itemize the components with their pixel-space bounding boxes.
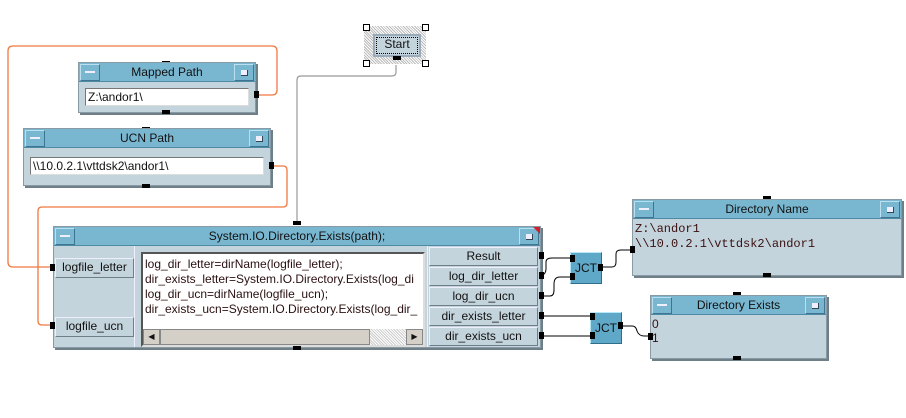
mapped-path-title: Mapped Path: [131, 65, 203, 79]
selection-handle[interactable]: [422, 24, 429, 31]
terminal-label: Result: [466, 249, 501, 263]
directory-name-display: Z:\andor1 \\10.0.2.1\vttdsk2\andor1: [635, 222, 815, 252]
start-button[interactable]: Start: [373, 34, 421, 57]
ucn-path-box[interactable]: UCN Path \\10.0.2.1\vttdsk2\andor1\: [23, 128, 271, 186]
wire-jct2-out: [621, 325, 650, 337]
title-bar[interactable]: Directory Exists: [651, 296, 826, 315]
directory-name-box[interactable]: Directory Name Z:\andor1 \\10.0.2.1\vttd…: [632, 199, 902, 276]
sequence-out-pin[interactable]: [142, 184, 150, 188]
code-line: log_dir_ucn=dirName(logfile_ucn);: [145, 287, 329, 301]
output-pin[interactable]: [539, 312, 544, 319]
sequence-in-pin[interactable]: [733, 292, 741, 296]
output-terminal-log-dir-letter[interactable]: log_dir_letter: [429, 267, 538, 286]
output-pin[interactable]: [618, 322, 623, 329]
sequence-out-pin[interactable]: [293, 346, 301, 350]
selection-handle[interactable]: [422, 60, 429, 67]
error-indicator: [533, 227, 540, 234]
wire-start-sequence: [296, 65, 397, 225]
input-terminal-logfile-letter[interactable]: logfile_letter: [55, 258, 134, 278]
directory-name-title: Directory Name: [725, 202, 809, 216]
sequence-out-pin[interactable]: [733, 356, 741, 360]
output-pin[interactable]: [539, 292, 544, 299]
input-pin[interactable]: [630, 246, 635, 253]
output-pin[interactable]: [598, 264, 603, 271]
terminal-label: logfile_letter: [62, 260, 127, 274]
minimize-icon[interactable]: [634, 201, 654, 218]
title-bar[interactable]: UCN Path: [24, 129, 270, 148]
mapped-path-input[interactable]: Z:\andor1\: [85, 88, 249, 106]
display-line: 1: [652, 331, 659, 345]
maximize-icon[interactable]: [880, 201, 900, 218]
mapped-path-box[interactable]: Mapped Path Z:\andor1\: [78, 62, 256, 113]
maximize-icon[interactable]: [249, 130, 269, 147]
output-pin[interactable]: [539, 332, 544, 339]
start-label: Start: [384, 37, 410, 51]
output-pin[interactable]: [539, 252, 544, 259]
selection-handle[interactable]: [363, 24, 370, 31]
input-pin[interactable]: [590, 332, 595, 339]
output-terminal-log-dir-ucn[interactable]: log_dir_ucn: [429, 287, 538, 306]
scroll-right-icon[interactable]: ▶: [406, 329, 423, 345]
display-line: 0: [652, 317, 659, 331]
output-pin[interactable]: [539, 272, 544, 279]
wire-mapped-to-letter: [7, 45, 278, 268]
code-editor[interactable]: log_dir_letter=dirName(logfile_letter); …: [141, 252, 425, 347]
output-pin[interactable]: [269, 162, 274, 169]
ucn-path-input[interactable]: \\10.0.2.1\vttdsk2\andor1\: [30, 157, 264, 175]
title-bar[interactable]: System.IO.Directory.Exists(path);: [54, 227, 540, 246]
directory-exists-title: Directory Exists: [696, 298, 781, 312]
display-line: \\10.0.2.1\vttdsk2\andor1: [635, 237, 816, 251]
jct-label: JCT: [575, 261, 597, 275]
directory-exists-display: 0 1: [652, 317, 659, 345]
maximize-icon[interactable]: [234, 64, 254, 81]
scroll-thumb[interactable]: [160, 329, 370, 345]
minimize-icon[interactable]: [25, 130, 45, 147]
formula-title: System.IO.Directory.Exists(path);: [208, 229, 386, 243]
sequence-in-pin[interactable]: [293, 221, 301, 225]
wire-log-dir-letter: [540, 257, 571, 276]
directory-exists-box[interactable]: Directory Exists 0 1: [650, 295, 827, 359]
output-terminal-dir-exists-ucn[interactable]: dir_exists_ucn: [429, 327, 538, 346]
input-pin[interactable]: [50, 264, 55, 271]
sequence-out-pin[interactable]: [763, 273, 771, 277]
title-bar[interactable]: Directory Name: [633, 200, 901, 219]
code-line: dir_exists_letter=System.IO.Directory.Ex…: [145, 272, 414, 286]
scroll-left-icon[interactable]: ◀: [143, 329, 160, 345]
title-bar[interactable]: Mapped Path: [79, 63, 255, 82]
ucn-path-title: UCN Path: [119, 131, 175, 145]
terminal-label: logfile_ucn: [65, 319, 124, 333]
code-line: dir_exists_ucn=System.IO.Directory.Exist…: [145, 302, 418, 316]
input-pin[interactable]: [570, 255, 575, 262]
jct-label: JCT: [595, 321, 617, 335]
terminal-label: log_dir_ucn: [452, 289, 515, 303]
horizontal-scrollbar[interactable]: ◀ ▶: [143, 329, 423, 345]
code-line: log_dir_letter=dirName(logfile_letter);: [145, 257, 343, 271]
input-pin[interactable]: [50, 322, 55, 329]
terminal-label: dir_exists_ucn: [445, 329, 522, 343]
input-pin[interactable]: [590, 313, 595, 320]
input-pin[interactable]: [570, 273, 575, 280]
sequence-out-pin[interactable]: [393, 56, 401, 60]
output-terminal-result[interactable]: Result: [429, 247, 538, 266]
formula-box[interactable]: System.IO.Directory.Exists(path); logfil…: [53, 226, 541, 348]
output-terminal-dir-exists-letter[interactable]: dir_exists_letter: [429, 307, 538, 326]
minimize-icon[interactable]: [80, 64, 100, 81]
terminal-label: log_dir_letter: [448, 269, 519, 283]
output-pin[interactable]: [254, 91, 259, 98]
input-terminal-logfile-ucn[interactable]: logfile_ucn: [55, 317, 134, 337]
display-line: Z:\andor1: [635, 222, 700, 236]
minimize-icon[interactable]: [55, 228, 75, 245]
sequence-out-pin[interactable]: [162, 110, 170, 114]
sequence-in-pin[interactable]: [763, 196, 771, 200]
wire-jct1-out: [601, 249, 632, 268]
wire-log-dir-ucn: [541, 276, 571, 297]
selection-handle[interactable]: [363, 60, 370, 67]
maximize-icon[interactable]: [805, 297, 825, 314]
wire-ucn-to-ucn: [37, 165, 288, 326]
terminal-label: dir_exists_letter: [441, 309, 526, 323]
input-pin[interactable]: [648, 333, 653, 340]
minimize-icon[interactable]: [652, 297, 672, 314]
